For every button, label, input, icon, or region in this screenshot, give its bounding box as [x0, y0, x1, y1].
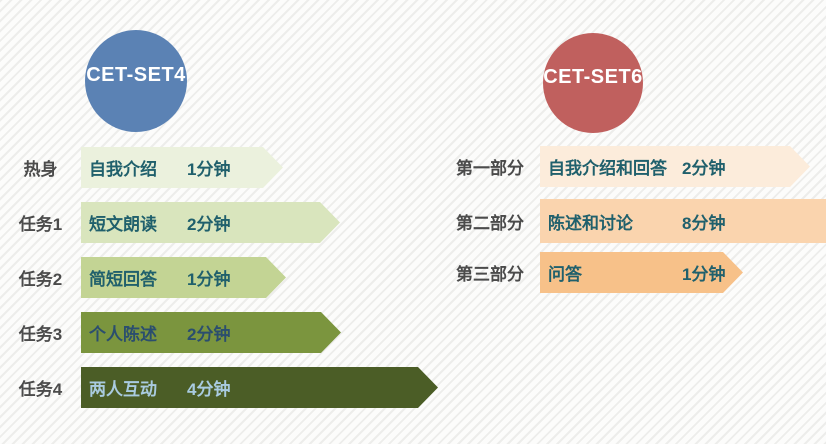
set4-row-label: 任务2: [18, 270, 63, 289]
set4-row-task2: 任务2 简短回答 1分钟: [0, 257, 286, 298]
task-duration: 8分钟: [682, 213, 726, 233]
task-name: 陈述和讨论: [548, 213, 633, 233]
set6-row-bar: 问答 1分钟: [540, 252, 743, 293]
set4-row-task4: 任务4 两人互动 4分钟: [0, 367, 438, 408]
set4-row-bar: 个人陈述 2分钟: [81, 312, 341, 353]
set4-row-label: 任务4: [18, 380, 63, 399]
set6-row-label: 第一部分: [456, 159, 524, 178]
task-name: 个人陈述: [89, 325, 157, 344]
set4-row-warmup: 热身 自我介绍 1分钟: [0, 147, 283, 188]
set4-row-bar: 自我介绍 1分钟: [81, 147, 283, 188]
cet-set4-title: CET-SET4: [86, 63, 186, 86]
set4-row-label: 任务3: [18, 325, 63, 344]
task-name: 简短回答: [89, 270, 157, 289]
set4-row-label: 热身: [23, 160, 58, 179]
task-duration: 4分钟: [187, 380, 231, 399]
task-duration: 2分钟: [187, 215, 231, 234]
task-duration: 2分钟: [187, 325, 231, 344]
task-name: 自我介绍和回答: [548, 159, 667, 178]
task-duration: 1分钟: [187, 270, 231, 289]
task-duration: 1分钟: [682, 265, 726, 284]
set4-row-bar: 两人互动 4分钟: [81, 367, 438, 408]
task-duration: 2分钟: [682, 159, 726, 178]
set4-row-bar: 短文朗读 2分钟: [81, 202, 340, 243]
set4-row-task1: 任务1 短文朗读 2分钟: [0, 202, 340, 243]
set6-row-part3: 第三部分 问答 1分钟: [440, 252, 743, 293]
set6-row-part1: 第一部分 自我介绍和回答 2分钟: [440, 146, 810, 187]
task-name: 问答: [548, 265, 582, 284]
cet-set6-circle: CET-SET6: [543, 33, 643, 133]
set6-row-label: 第三部分: [456, 265, 524, 284]
cet-set6-title: CET-SET6: [543, 65, 643, 88]
set6-row-label: 第二部分: [456, 213, 524, 233]
set4-row-bar: 简短回答 1分钟: [81, 257, 286, 298]
task-duration: 1分钟: [187, 160, 231, 179]
set4-row-task3: 任务3 个人陈述 2分钟: [0, 312, 341, 353]
task-name: 两人互动: [89, 380, 157, 399]
set6-row-part2: 第二部分 陈述和讨论 8分钟: [440, 199, 826, 243]
task-name: 自我介绍: [89, 160, 157, 179]
task-name: 短文朗读: [89, 215, 157, 234]
set4-row-label: 任务1: [18, 215, 63, 234]
cet-set4-circle: CET-SET4: [85, 30, 187, 132]
set6-row-bar: 陈述和讨论 8分钟: [540, 199, 826, 243]
set6-row-bar: 自我介绍和回答 2分钟: [540, 146, 810, 187]
